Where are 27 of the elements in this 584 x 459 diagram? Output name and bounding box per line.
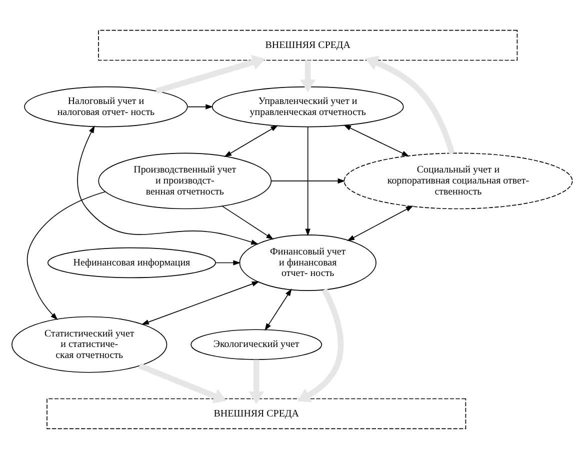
- arrow: [365, 56, 455, 154]
- arrow: [222, 206, 274, 240]
- node-ellipse: Производственный учет и производст- венная отчетность: [98, 152, 272, 210]
- arrow: [264, 288, 292, 331]
- arrow: [270, 178, 346, 184]
- arrow: [26, 191, 106, 320]
- arrow: [215, 260, 241, 266]
- arrow: [155, 54, 266, 94]
- arrow: [224, 125, 278, 157]
- arrow: [77, 126, 259, 245]
- node-ellipse: Нефинансовая информация: [47, 247, 216, 278]
- node-box: ВНЕШНЯЯ СРЕДА: [98, 30, 518, 61]
- arrow: [248, 360, 264, 404]
- arrow: [305, 126, 310, 236]
- arrow: [300, 60, 316, 92]
- node-ellipse: Управленческий учет и управленческая отчетность: [212, 86, 404, 128]
- arrow: [138, 362, 227, 404]
- arrow: [297, 288, 344, 402]
- node-ellipse: Социальный учет и корпоративная социальная ответ- ственность: [344, 152, 573, 210]
- node-box: ВНЕШНЯЯ СРЕДА: [46, 398, 466, 430]
- node-ellipse: Экологический учет: [190, 329, 322, 360]
- node-ellipse: Статистический учет и статистиче- ская отчетность: [12, 316, 168, 373]
- node-ellipse: Налоговый учет и налоговая отчет- ность: [24, 86, 188, 128]
- arrow: [141, 281, 260, 325]
- arrow: [188, 104, 214, 110]
- arrow: [347, 206, 414, 242]
- arrow: [344, 124, 410, 157]
